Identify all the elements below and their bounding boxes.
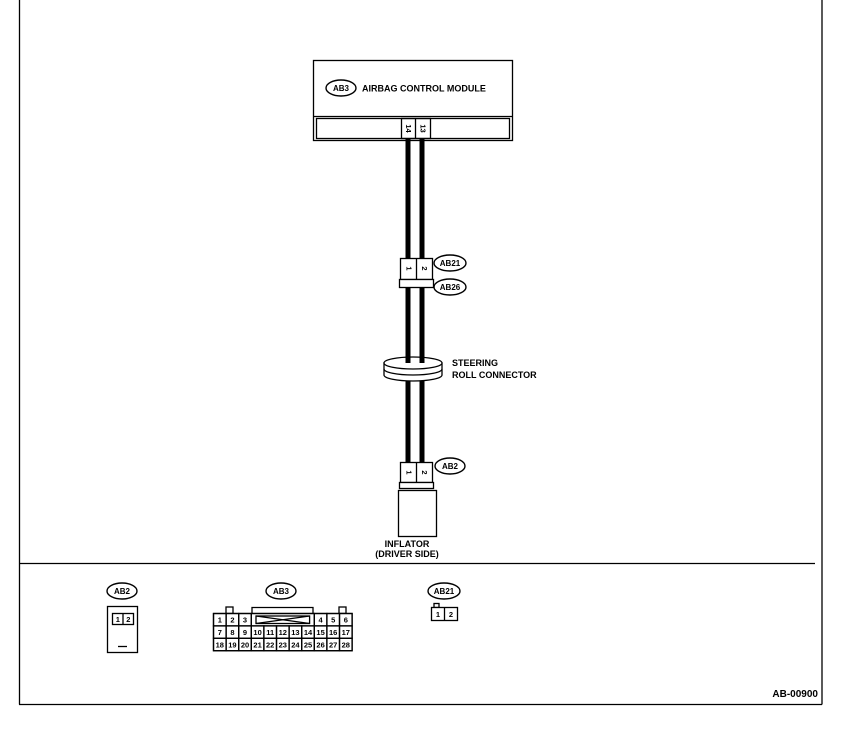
inflator-pin-1: 1 — [405, 470, 414, 474]
ab2-pin-1: 1 — [116, 615, 120, 624]
ab3-pin-25: 25 — [304, 640, 312, 649]
ab3-pin-21: 21 — [253, 640, 261, 649]
ab3-pin-14: 14 — [304, 628, 313, 637]
junction-code-oval-2 — [433, 278, 467, 296]
ab3-pin-3: 3 — [243, 616, 247, 625]
ab3-pin-22: 22 — [266, 640, 274, 649]
ab3-pin-13: 13 — [291, 628, 299, 637]
ab3-pin-15: 15 — [316, 628, 324, 637]
ab2-code-oval — [106, 582, 138, 600]
junction-pin-2: 2 — [420, 266, 429, 270]
inflator-label-2: (DRIVER SIDE) — [375, 549, 439, 559]
ab3-pin-16: 16 — [329, 628, 337, 637]
steering-roll-connector: STEERING ROLL CONNECTOR — [383, 356, 537, 382]
module-code-oval — [325, 79, 357, 97]
inflator-connector: 1 2 AB2 — [398, 457, 466, 490]
ab3-pin-19: 19 — [228, 640, 236, 649]
inflator-connector-code: AB2 — [442, 462, 459, 471]
ab3-pin-6: 6 — [344, 616, 348, 625]
module-body — [312, 59, 514, 142]
ab3-pin-28: 28 — [342, 640, 350, 649]
junction-connector: 1 2 AB21 AB26 — [398, 254, 467, 296]
ab3-pin-10: 10 — [253, 628, 261, 637]
junction-code-2: AB26 — [440, 283, 461, 292]
ab3-pin-17: 17 — [342, 628, 350, 637]
ab3-pin-20: 20 — [241, 640, 249, 649]
inflator-connector-oval — [434, 457, 466, 475]
junction-code-1: AB21 — [440, 259, 461, 268]
ab3-pin-7: 7 — [218, 628, 222, 637]
ab3-pin-12: 12 — [279, 628, 287, 637]
inflator: INFLATOR (DRIVER SIDE) — [375, 489, 439, 559]
roll-connector-rim — [383, 368, 443, 376]
ab3-pin-5: 5 — [331, 616, 335, 625]
ab3-code: AB3 — [273, 587, 290, 596]
roll-connector-label-1: STEERING — [452, 358, 498, 368]
ab3-keyway-cross-2 — [255, 615, 310, 625]
junction-code-oval-1 — [433, 254, 467, 272]
ab3-right-tab — [338, 606, 347, 615]
ab3-pin-2: 2 — [230, 616, 234, 625]
ab3-pin-11: 11 — [266, 628, 274, 637]
connector-view-ab2: AB2 1 2 — [106, 582, 139, 654]
ab2-pin-2: 2 — [126, 615, 130, 624]
ab3-pin-8: 8 — [230, 628, 234, 637]
roll-connector-label-2: ROLL CONNECTOR — [452, 370, 537, 380]
ab3-pin-4: 4 — [319, 616, 324, 625]
module-pin-13: 13 — [419, 124, 428, 132]
ab21-code: AB21 — [434, 587, 455, 596]
ab3-pin-27: 27 — [329, 640, 337, 649]
ab21-pin-2: 2 — [449, 610, 453, 619]
inflator-pin-2: 2 — [420, 470, 429, 474]
inflator-connector-lower — [398, 481, 435, 490]
ab3-keyway — [255, 615, 311, 625]
ab3-code-oval — [265, 582, 297, 600]
junction-pin-1: 1 — [405, 266, 414, 270]
ab21-pin-1: 1 — [436, 610, 440, 619]
figure-code: AB-00900 — [772, 689, 818, 700]
roll-connector-top — [383, 356, 443, 370]
ab2-code: AB2 — [114, 587, 131, 596]
ab3-pin-26: 26 — [316, 640, 324, 649]
connector-view-ab21: AB21 1 2 — [427, 582, 461, 622]
ab3-pin-9: 9 — [243, 628, 247, 637]
module-code: AB3 — [333, 84, 350, 93]
ab3-lock-ridge — [251, 606, 314, 614]
ab3-pin-18: 18 — [216, 640, 224, 649]
ab3-left-tab — [225, 606, 234, 615]
module-pin-14: 14 — [404, 124, 413, 133]
inflator-body — [397, 489, 438, 538]
ab3-pin-24: 24 — [291, 640, 300, 649]
ab3-pin-23: 23 — [279, 640, 287, 649]
inflator-label-1: INFLATOR — [385, 539, 430, 549]
ab3-keyway-cell — [250, 612, 315, 627]
module-name: AIRBAG CONTROL MODULE — [362, 84, 486, 94]
ab3-pin-1: 1 — [218, 616, 222, 625]
airbag-control-module: AB3 AIRBAG CONTROL MODULE 14 13 — [312, 59, 514, 142]
ab21-code-oval — [427, 582, 461, 600]
junction-connector-lower — [398, 278, 435, 289]
ab3-pin-cell-28 — [338, 637, 353, 652]
